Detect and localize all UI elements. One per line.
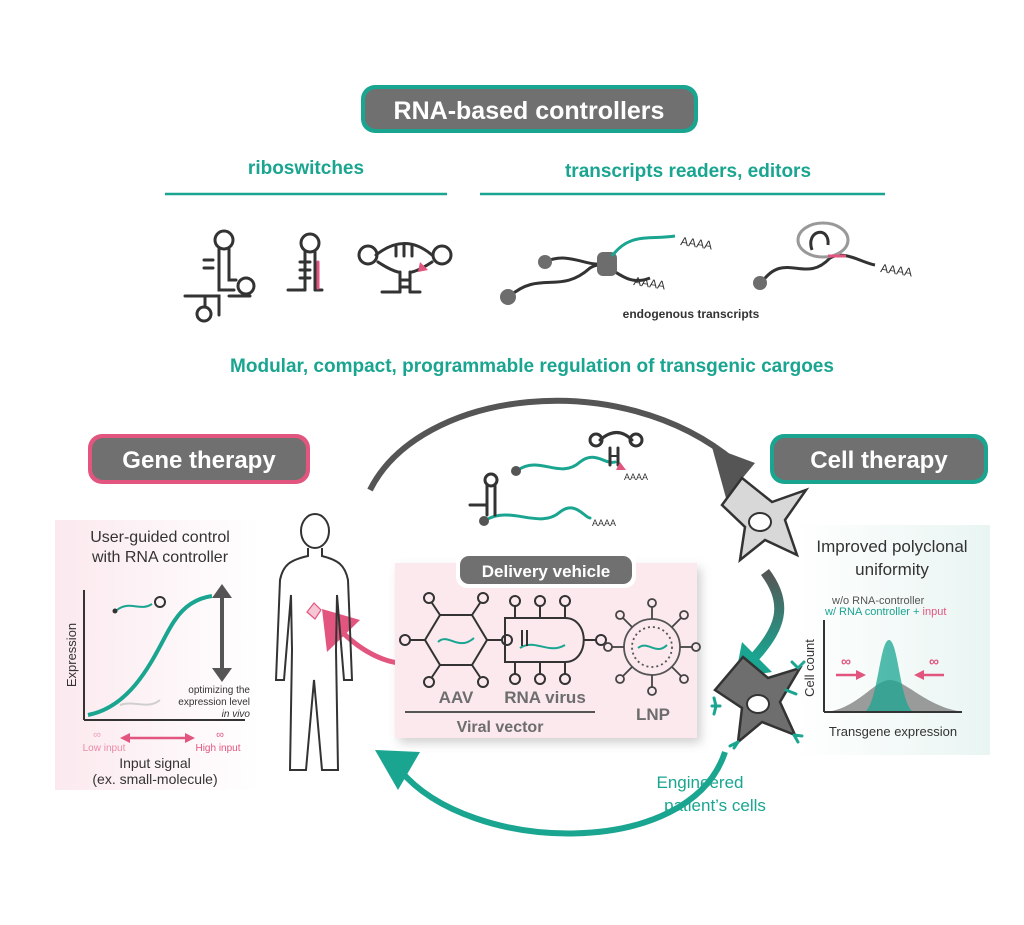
mini-loop-icon: [154, 596, 166, 608]
legend-without: w/o RNA-controller: [831, 595, 925, 607]
input-arrow-left: [120, 733, 130, 743]
unmodified-cell-icon: [720, 476, 810, 563]
mini-inactive-transcript: [119, 699, 161, 706]
target-cell-icon: [306, 602, 322, 620]
legend-with: w/ RNA controller + input: [824, 606, 946, 618]
top-arrow-head: [712, 447, 755, 498]
riboswitch-icon-3: [357, 242, 453, 294]
right-cycle-arrow: [748, 568, 785, 664]
cargo-ligand-icon: [616, 462, 626, 470]
polyA-editor: AAAA: [880, 261, 914, 279]
right-panel-title-1: Improved polyclonal: [816, 537, 967, 556]
mini-cap-dot: [112, 608, 118, 614]
mini-riboswitch-transcript: [116, 603, 153, 611]
gene-therapy-pill: Gene therapy: [88, 434, 310, 484]
header-pill: RNA-based controllers: [361, 85, 698, 133]
cell-therapy-label: Cell therapy: [810, 447, 948, 474]
endogenous-transcripts-label: endogenous transcripts: [623, 307, 760, 321]
range-arrow-up: [212, 584, 232, 598]
rna-virus-label: RNA virus: [504, 688, 586, 707]
cell-therapy-pill: Cell therapy: [770, 434, 988, 484]
left-panel: User-guided control with RNA controller …: [55, 520, 260, 790]
note-line-2: expression level: [178, 697, 250, 708]
cargo-transcripts: [468, 431, 644, 526]
top-cycle-arrow: [367, 397, 737, 492]
engineered-cells-label-2: patient’s cells: [664, 796, 766, 815]
transcript-editor-icon: AAAA: [753, 221, 914, 290]
left-input-icon: ∞: [841, 653, 851, 669]
polyA-top: AAAA: [680, 234, 714, 252]
aav-icon: [399, 592, 513, 688]
dose-response-curve: [87, 594, 213, 717]
y-axis-label: Expression: [64, 623, 79, 687]
low-input-icon: ∞: [93, 729, 101, 741]
right-input-arrow-head: [914, 670, 924, 680]
ligand-triangle-icon: [418, 262, 428, 272]
transcript-reader-icon: AAAA AAAA: [500, 234, 713, 305]
left-panel-title-1: User-guided control: [90, 529, 230, 546]
note-line-3: in vivo: [222, 709, 251, 720]
riboswitch-icon-2: [286, 232, 324, 292]
left-input-arrow-head: [856, 670, 866, 680]
modular-statement: Modular, compact, programmable regulatio…: [230, 356, 834, 377]
cell-count-label: Cell count: [802, 639, 817, 697]
bottom-arrow-head: [375, 750, 420, 790]
polyA-bottom: AAAA: [633, 274, 667, 292]
right-input-icon: ∞: [929, 653, 939, 669]
cargo-polyA-2: AAAA: [592, 518, 616, 528]
aav-label: AAV: [439, 688, 474, 707]
page-title: RNA-based controllers: [394, 97, 665, 125]
engineered-cells-label-1: Engineered: [657, 773, 744, 792]
left-panel-title-2: with RNA controller: [91, 549, 229, 566]
engineered-cell-icon: [710, 655, 806, 750]
viral-vector-label: Viral vector: [457, 719, 544, 736]
cargo-polyA-1: AAAA: [624, 472, 648, 482]
low-input-label: Low input: [83, 743, 126, 754]
x-axis-label-2: (ex. small-molecule): [92, 771, 217, 787]
x-axis-label-1: Input signal: [119, 755, 191, 771]
delivery-vehicle-box: Delivery vehicle: [395, 552, 697, 738]
range-arrow-down: [212, 668, 232, 682]
transgene-expression-label: Transgene expression: [829, 724, 957, 739]
delivery-vehicle-label: Delivery vehicle: [482, 562, 611, 581]
right-panel: Improved polyclonal uniformity w/o RNA-c…: [795, 525, 990, 755]
note-line-1: optimizing the: [188, 685, 250, 696]
input-arrow-right: [185, 733, 195, 743]
lnp-label: LNP: [636, 705, 670, 724]
gene-therapy-label: Gene therapy: [122, 447, 276, 474]
human-figure-icon: [274, 513, 354, 771]
high-input-icon: ∞: [216, 729, 224, 741]
delivery-arrow: [338, 628, 399, 666]
rna-virus-icon: [504, 595, 607, 685]
lnp-icon: [603, 598, 701, 696]
narrow-distribution: [866, 640, 912, 711]
riboswitch-icon-1: [183, 229, 256, 323]
bottom-cycle-arrow: [397, 751, 728, 837]
right-panel-title-2: uniformity: [855, 560, 929, 579]
riboswitches-label: riboswitches: [248, 158, 364, 179]
readers-label: transcripts readers, editors: [565, 161, 811, 182]
high-input-label: High input: [195, 743, 240, 754]
